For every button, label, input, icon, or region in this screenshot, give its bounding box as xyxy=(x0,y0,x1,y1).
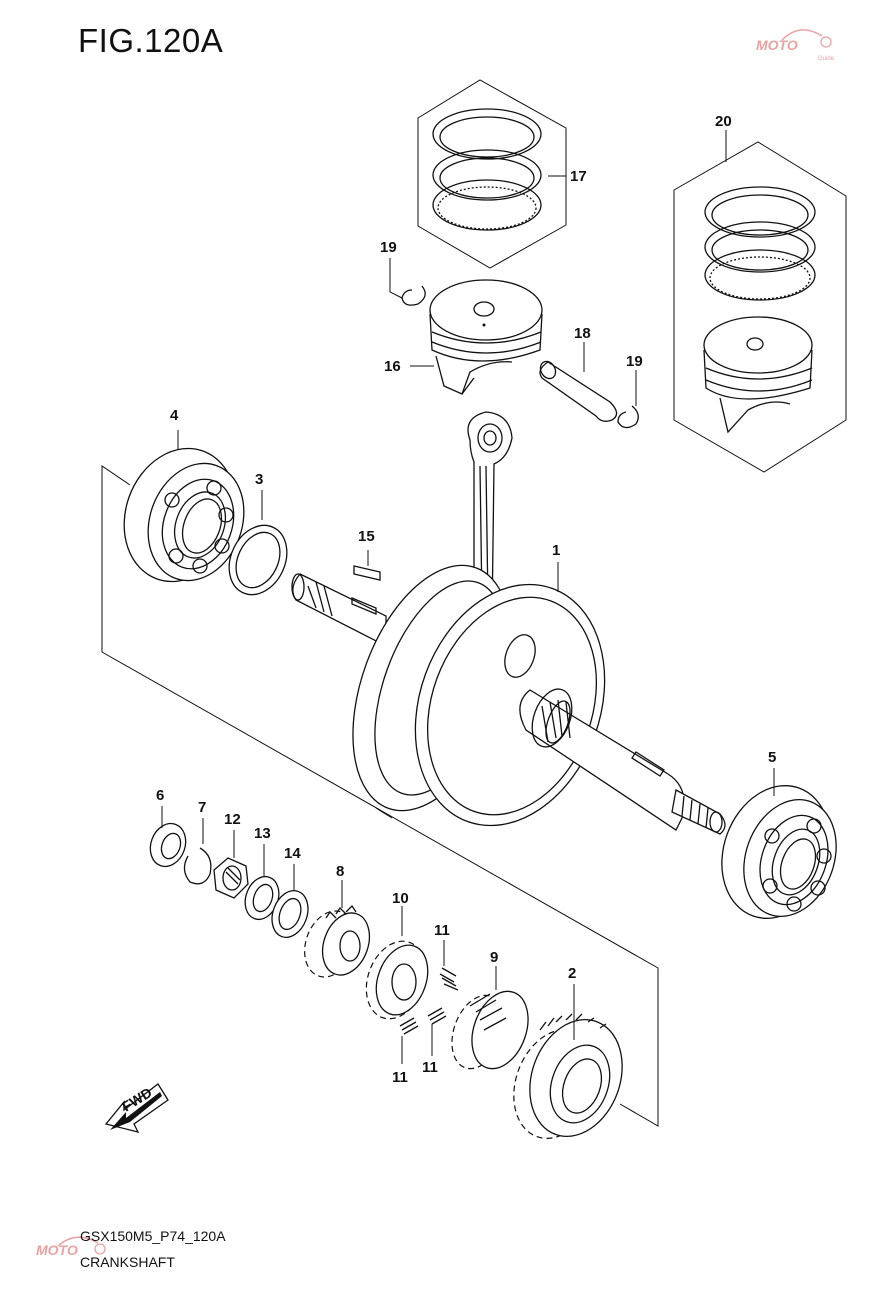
callout-17: 17 xyxy=(570,168,587,185)
piston-16 xyxy=(429,279,543,395)
callout-13: 13 xyxy=(254,825,271,842)
spring-11-top xyxy=(439,967,459,991)
nut-12 xyxy=(213,857,249,899)
watermark-brand-bottom: MOTO xyxy=(36,1242,78,1258)
watermark-logo-bottom: MOTO xyxy=(36,1236,106,1258)
callout-1: 1 xyxy=(552,542,560,559)
circlip-19-right xyxy=(617,405,639,429)
crankshaft-1 xyxy=(291,411,726,835)
ring-set-box xyxy=(417,79,567,269)
washer-14 xyxy=(271,890,309,938)
leader-lines xyxy=(161,130,775,1064)
washer-6 xyxy=(149,822,187,868)
circlip-19-left xyxy=(401,285,426,306)
gear-2 xyxy=(513,1013,623,1139)
callout-16: 16 xyxy=(384,358,401,375)
callout-15: 15 xyxy=(358,528,375,545)
spring-11-right xyxy=(427,1007,447,1025)
callout-7: 7 xyxy=(198,799,206,816)
callout-6: 6 xyxy=(156,787,164,804)
watermark-logo-top: MOTO Guide xyxy=(756,29,835,62)
callout-11-top: 11 xyxy=(434,922,450,939)
key-15 xyxy=(353,565,381,581)
callout-11-right: 11 xyxy=(422,1059,438,1076)
circlip-7 xyxy=(183,847,212,885)
callout-9: 9 xyxy=(490,949,498,966)
callout-12: 12 xyxy=(224,811,241,828)
piston-ring-set-17 xyxy=(432,108,542,231)
callout-3: 3 xyxy=(255,471,263,488)
fwd-arrow: FWD xyxy=(104,1083,169,1133)
bearing-4 xyxy=(123,447,245,583)
assembly-outline-cut xyxy=(375,807,393,819)
watermark-sub: Guide xyxy=(818,56,835,62)
callout-2: 2 xyxy=(568,965,576,982)
gear-9 xyxy=(451,990,529,1070)
spring-11-left xyxy=(399,1017,419,1035)
callout-10: 10 xyxy=(392,890,409,907)
bearing-5 xyxy=(721,785,837,919)
gear-10 xyxy=(365,940,429,1020)
callout-20: 20 xyxy=(715,113,732,130)
gear-8 xyxy=(304,904,371,978)
callout-19-left: 19 xyxy=(380,239,397,256)
callout-8: 8 xyxy=(336,863,344,880)
watermark-brand: MOTO xyxy=(756,37,798,53)
piston-set-20 xyxy=(703,186,816,434)
piston-pin-18 xyxy=(539,360,618,422)
callout-11-left: 11 xyxy=(392,1069,408,1086)
washer-3 xyxy=(228,524,288,596)
washer-13 xyxy=(244,875,280,921)
callout-14: 14 xyxy=(284,845,301,862)
callout-18: 18 xyxy=(574,325,591,342)
figure-name: CRANKSHAFT xyxy=(80,1254,175,1270)
callout-4: 4 xyxy=(170,407,179,424)
figure-title: FIG.120A xyxy=(78,22,224,59)
callout-19-right: 19 xyxy=(626,353,643,370)
callout-5: 5 xyxy=(768,749,776,766)
piston-set-box xyxy=(673,141,847,473)
figure-code: GSX150M5_P74_120A xyxy=(80,1228,226,1244)
